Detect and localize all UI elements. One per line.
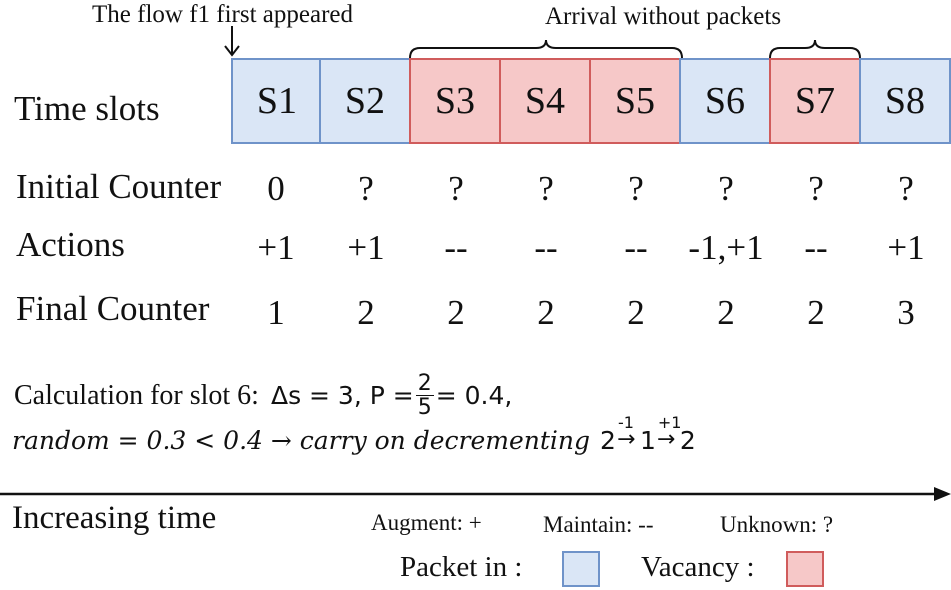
calculation-line-2: random = 0.3 < 0.4 → carry on decrementi… [12, 415, 696, 455]
probability-fraction: 2 5 [415, 371, 434, 421]
initial-counter-value-s8: ? [898, 169, 914, 208]
action-value-s3: -- [444, 228, 468, 267]
arrow-glyph: → [616, 427, 636, 452]
time-slot-s7: S7 [769, 58, 861, 144]
time-slot-s1: S1 [231, 58, 323, 144]
time-slot-s3: S3 [409, 58, 501, 144]
action-value-s6: -1,+1 [688, 228, 764, 267]
time-axis-label: Increasing time [12, 500, 217, 536]
increment-arrow: +1 → [656, 415, 682, 453]
action-value-s1: +1 [257, 228, 295, 267]
action-value-s2: +1 [347, 228, 385, 267]
initial-counter-label: Initial Counter [16, 167, 222, 206]
final-counter-value-s8: 3 [897, 293, 915, 332]
arrival-without-packets-annotation: Arrival without packets [545, 3, 782, 30]
legend-maintain: Maintain: -- [543, 512, 654, 537]
actions-label: Actions [16, 225, 125, 264]
decrement-op: -1 [617, 413, 634, 432]
time-axis-arrow [0, 487, 951, 501]
fraction-denominator: 5 [417, 395, 432, 421]
initial-counter-value-s6: ? [718, 169, 734, 208]
initial-counter-value-s2: ? [358, 169, 374, 208]
initial-counter-value-s1: 0 [267, 169, 285, 208]
action-value-s7: -- [804, 228, 828, 267]
action-value-s4: -- [534, 228, 558, 267]
flow-appeared-annotation: The flow f1 first appeared [92, 1, 353, 28]
calculation-line-1: Calculation for slot 6: Δs = 3, P = 2 5 … [14, 372, 512, 419]
final-counter-value-s7: 2 [807, 293, 825, 332]
final-counter-value-s1: 1 [267, 293, 285, 332]
legend-packet-swatch [562, 551, 600, 587]
final-counter-value-s2: 2 [357, 293, 375, 332]
initial-counter-value-s5: ? [628, 169, 644, 208]
time-slot-s6: S6 [679, 58, 771, 144]
increment-op: +1 [657, 413, 682, 432]
action-value-s5: -- [624, 228, 648, 267]
initial-counter-value-s4: ? [538, 169, 554, 208]
final-counter-label: Final Counter [16, 289, 210, 328]
initial-counter-value-s3: ? [448, 169, 464, 208]
legend-unknown: Unknown: ? [720, 512, 834, 537]
final-counter-value-s5: 2 [627, 293, 645, 332]
random-comparison: random = 0.3 < 0.4 → carry on decrementi… [12, 426, 591, 455]
time-slot-s5: S5 [589, 58, 681, 144]
final-counter-value-s4: 2 [537, 293, 555, 332]
decrement-arrow: -1 → [616, 415, 640, 453]
counter-mid: 1 [639, 426, 656, 455]
action-value-s8: +1 [887, 228, 925, 267]
legend-vacancy: Vacancy : [641, 551, 755, 583]
brace-s3-s5 [409, 39, 683, 59]
initial-counter-value-s7: ? [808, 169, 824, 208]
final-counter-value-s3: 2 [447, 293, 465, 332]
arrow-glyph: → [656, 427, 676, 452]
brace-s7 [769, 39, 861, 59]
counter-end: 2 [679, 426, 696, 455]
flow-start-arrow [224, 26, 240, 57]
counter-start: 2 [600, 426, 616, 455]
legend-augment: Augment: + [371, 510, 482, 535]
time-slot-s8: S8 [859, 58, 951, 144]
legend-vacancy-swatch [786, 551, 824, 587]
calculation-result: = 0.4, [435, 381, 513, 411]
time-slot-s2: S2 [319, 58, 411, 144]
time-slots-label: Time slots [14, 89, 160, 128]
legend-packet-in: Packet in : [400, 551, 523, 583]
calculation-prefix: Calculation for slot 6: [14, 379, 259, 411]
calculation-delta: Δs = 3, P = [270, 381, 414, 411]
time-slot-s4: S4 [499, 58, 591, 144]
final-counter-value-s6: 2 [717, 293, 735, 332]
fraction-numerator: 2 [415, 371, 434, 397]
